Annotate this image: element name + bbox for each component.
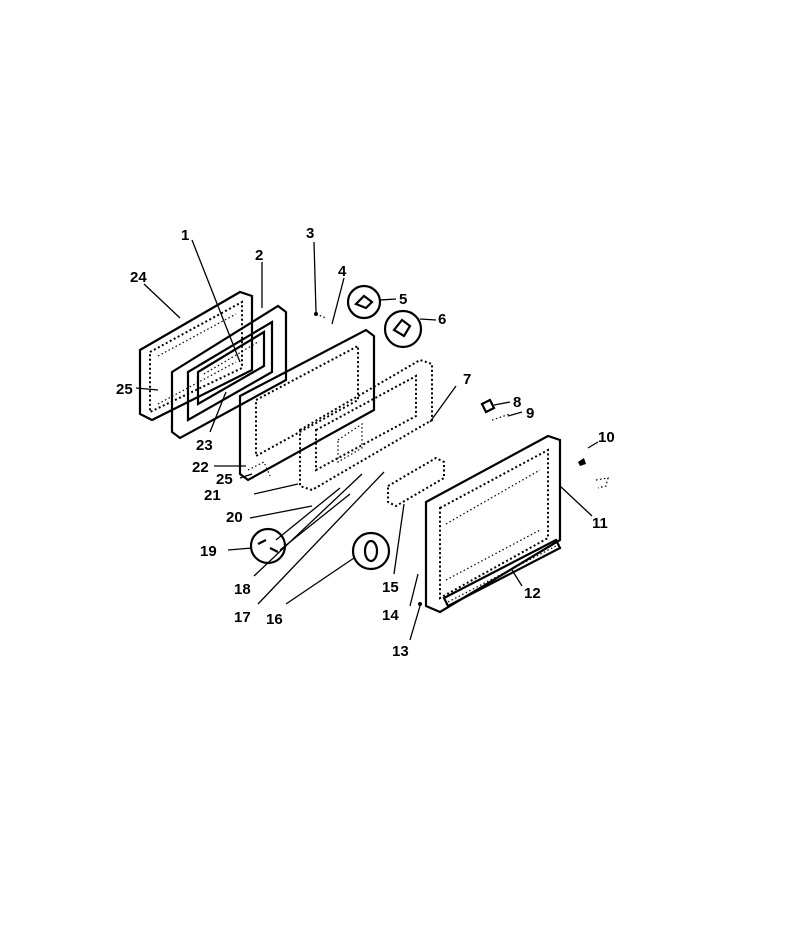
callout-24: 24 bbox=[130, 269, 147, 286]
callout-10: 10 bbox=[598, 429, 615, 446]
part-22-inner-frame bbox=[238, 328, 376, 482]
callout-3: 3 bbox=[306, 225, 314, 242]
callout-23: 23 bbox=[196, 437, 213, 454]
part-7-door-liner bbox=[299, 358, 433, 492]
callout-11: 11 bbox=[592, 515, 608, 532]
callout-14: 14 bbox=[382, 607, 399, 624]
part-8-knob bbox=[480, 398, 496, 414]
callout-1: 1 bbox=[181, 227, 189, 244]
callout-21: 21 bbox=[204, 487, 221, 504]
callout-19: 19 bbox=[200, 543, 217, 560]
callout-13: 13 bbox=[392, 643, 409, 660]
callout-7: 7 bbox=[463, 371, 471, 388]
part-3-screw bbox=[314, 312, 327, 319]
callout-20: 20 bbox=[226, 509, 243, 526]
part-9-pin bbox=[491, 413, 511, 421]
part-13-screw bbox=[418, 602, 422, 606]
detail-circle-6 bbox=[383, 309, 423, 349]
detail-circle-19 bbox=[249, 527, 287, 565]
callout-16: 16 bbox=[266, 611, 283, 628]
callout-2: 2 bbox=[255, 247, 263, 264]
part-10-clip bbox=[578, 458, 586, 466]
callout-18: 18 bbox=[234, 581, 251, 598]
callout-12: 12 bbox=[524, 585, 541, 602]
part-12-handle-strip bbox=[442, 538, 562, 608]
callout-8: 8 bbox=[513, 394, 521, 411]
detail-circle-16 bbox=[351, 531, 391, 571]
callout-9: 9 bbox=[526, 405, 534, 422]
leader-lines bbox=[135, 239, 599, 641]
callout-25-lower: 25 bbox=[216, 471, 233, 488]
callout-22: 22 bbox=[192, 459, 209, 476]
callout-6: 6 bbox=[438, 311, 446, 328]
part-11-outer-door bbox=[424, 434, 562, 614]
part-15-bracket bbox=[387, 456, 445, 508]
callout-17: 17 bbox=[234, 609, 251, 626]
part-2-door-panel bbox=[170, 304, 288, 440]
part-hardware-right bbox=[595, 477, 609, 489]
callout-15: 15 bbox=[382, 579, 399, 596]
detail-circle-5 bbox=[346, 284, 382, 320]
callout-4: 4 bbox=[338, 263, 347, 280]
callout-5: 5 bbox=[399, 291, 407, 308]
callout-25-left: 25 bbox=[116, 381, 133, 398]
part-1-window-glass bbox=[196, 330, 266, 406]
